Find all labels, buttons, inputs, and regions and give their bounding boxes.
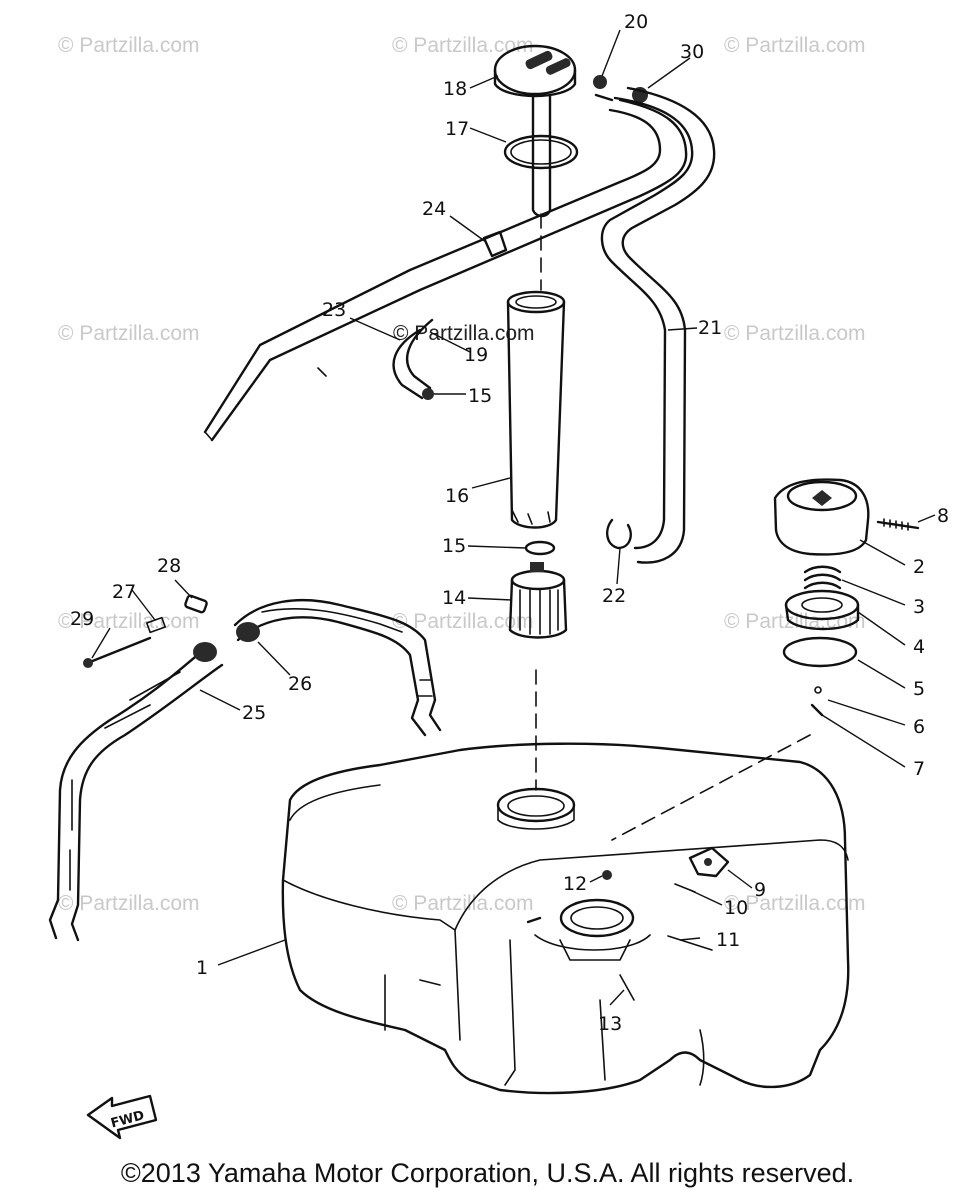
- watermark: © Partzilla.com: [58, 322, 200, 345]
- callout-28: 28: [157, 555, 181, 577]
- watermark: © Partzilla.com: [392, 610, 534, 633]
- callout-24: 24: [422, 198, 446, 220]
- callout-12: 12: [563, 873, 587, 895]
- hose-19: [392, 318, 434, 400]
- tank-band-front: [233, 599, 442, 737]
- callout-7: 7: [913, 758, 925, 780]
- callout-15: 15: [468, 385, 492, 407]
- callout-2: 2: [913, 556, 925, 578]
- callout-3: 3: [913, 596, 925, 618]
- callout-6: 6: [913, 716, 925, 738]
- callouts: 1 2 3 4 5 6 7 8 9 10 11 12 13 14 15 15 1…: [70, 11, 949, 1035]
- nut-12: [602, 870, 612, 880]
- watermarks: © Partzilla.com © Partzilla.com © Partzi…: [58, 34, 866, 915]
- filler-cap-assembly: [773, 478, 920, 717]
- callout-15: 15: [442, 535, 466, 557]
- callout-26: 26: [288, 673, 312, 695]
- callout-5: 5: [913, 678, 925, 700]
- callout-25: 25: [242, 702, 266, 724]
- watermark: © Partzilla.com: [724, 610, 866, 633]
- callout-21: 21: [698, 317, 722, 339]
- clip-24: [482, 230, 508, 258]
- clip-22: [606, 518, 632, 550]
- callout-1: 1: [196, 957, 208, 979]
- callout-27: 27: [112, 581, 136, 603]
- watermark: © Partzilla.com: [392, 34, 534, 57]
- fuel-hoses: [203, 86, 716, 564]
- fwd-arrow: FWD: [86, 1094, 158, 1140]
- callout-11: 11: [716, 929, 740, 951]
- fuel-tank: [281, 742, 850, 1095]
- callout-19: 19: [464, 344, 488, 366]
- watermark: © Partzilla.com: [392, 892, 534, 915]
- watermark: © Partzilla.com: [58, 892, 200, 915]
- callout-18: 18: [443, 78, 467, 100]
- fuel-sender-unit: [493, 44, 579, 218]
- callout-20: 20: [624, 11, 648, 33]
- callout-13: 13: [598, 1013, 622, 1035]
- callout-10: 10: [724, 897, 748, 919]
- callout-23: 23: [322, 299, 346, 321]
- callout-14: 14: [442, 587, 466, 609]
- callout-17: 17: [445, 118, 469, 140]
- callout-4: 4: [913, 636, 925, 658]
- leader-lines: [91, 29, 936, 1006]
- tank-band-rear: [48, 594, 224, 942]
- watermark: © Partzilla.com: [58, 34, 200, 57]
- callout-16: 16: [445, 485, 469, 507]
- callout-30: 30: [680, 41, 704, 63]
- centerline: [611, 734, 811, 841]
- copyright-notice: ©2013 Yamaha Motor Corporation, U.S.A. A…: [120, 1158, 855, 1188]
- watermark: © Partzilla.com: [393, 322, 535, 345]
- callout-8: 8: [937, 505, 949, 527]
- hose-fittings: [593, 75, 648, 103]
- watermark: © Partzilla.com: [724, 322, 866, 345]
- callout-29: 29: [70, 608, 94, 630]
- watermark: © Partzilla.com: [724, 892, 866, 915]
- callout-22: 22: [602, 585, 626, 607]
- watermark: © Partzilla.com: [724, 34, 866, 57]
- callout-9: 9: [754, 879, 766, 901]
